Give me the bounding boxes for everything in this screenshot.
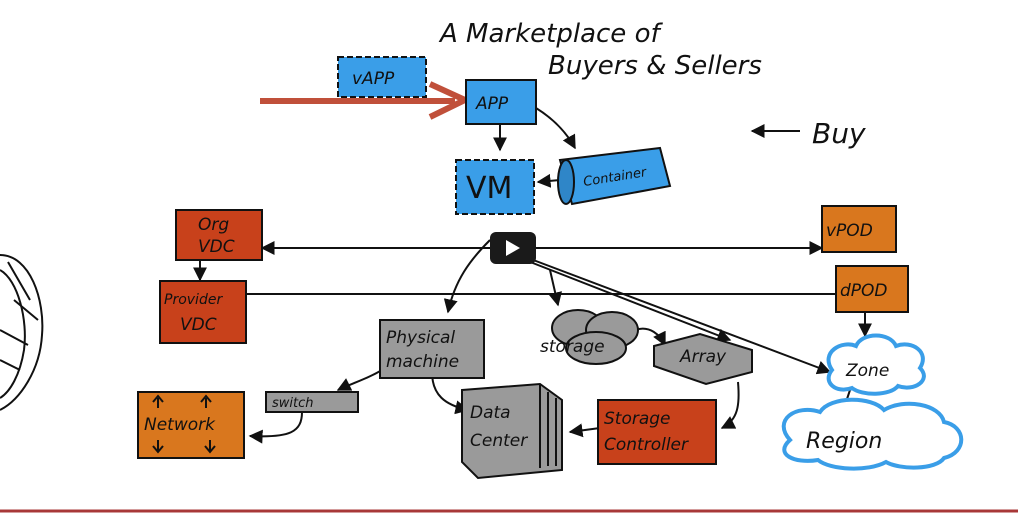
switch-label: switch bbox=[272, 396, 314, 411]
org-vdc-label-2: VDC bbox=[198, 237, 235, 257]
data-center-node: Data Center bbox=[461, 382, 563, 480]
vpod-node: vPOD bbox=[821, 205, 897, 253]
region-cloud: Region bbox=[781, 397, 964, 471]
play-icon bbox=[506, 240, 520, 256]
region-label: Region bbox=[806, 429, 882, 454]
container-node: Container bbox=[557, 146, 672, 206]
physical-machine-label-1: Physical bbox=[386, 328, 455, 348]
play-button[interactable] bbox=[490, 232, 536, 264]
vm-node: VM bbox=[455, 159, 535, 215]
globe-sketch bbox=[0, 254, 44, 411]
org-vdc-label-1: Org bbox=[198, 215, 229, 235]
provider-vdc-label-2: VDC bbox=[180, 315, 217, 335]
vapp-node: vAPP bbox=[337, 56, 427, 98]
provider-vdc-node: Provider VDC bbox=[159, 280, 247, 344]
buy-annotation: Buy bbox=[750, 117, 866, 150]
switch-node: switch bbox=[265, 391, 359, 413]
storage-label: storage bbox=[540, 337, 605, 357]
zone-cloud: Zone bbox=[826, 333, 926, 396]
vapp-label: vAPP bbox=[352, 69, 395, 89]
storage-node: storage bbox=[540, 309, 639, 365]
buy-label: Buy bbox=[812, 117, 866, 150]
title-line-1: A Marketplace of bbox=[438, 19, 663, 49]
title-line-2: Buyers & Sellers bbox=[548, 51, 762, 81]
array-node: Array bbox=[653, 332, 753, 386]
zone-label: Zone bbox=[845, 361, 889, 381]
dpod-node: dPOD bbox=[835, 265, 909, 313]
provider-vdc-label-1: Provider bbox=[164, 292, 223, 308]
app-label: APP bbox=[475, 94, 509, 114]
network-label: Network bbox=[144, 415, 216, 435]
vm-label: VM bbox=[466, 171, 512, 206]
array-label: Array bbox=[679, 347, 727, 367]
physical-machine-node: Physical machine bbox=[379, 319, 485, 379]
org-vdc-node: Org VDC bbox=[175, 209, 263, 261]
data-center-label-2: Center bbox=[470, 431, 528, 451]
network-node: Network bbox=[137, 391, 245, 459]
connectors bbox=[193, 107, 872, 444]
data-center-label-1: Data bbox=[470, 403, 511, 423]
storage-controller-label-2: Controller bbox=[604, 435, 689, 455]
storage-controller-node: Storage Controller bbox=[597, 399, 717, 465]
dpod-label: dPOD bbox=[840, 281, 888, 301]
physical-machine-label-2: machine bbox=[386, 352, 459, 372]
vpod-label: vPOD bbox=[826, 221, 873, 241]
app-node: APP bbox=[465, 79, 537, 125]
storage-controller-label-1: Storage bbox=[604, 409, 671, 429]
